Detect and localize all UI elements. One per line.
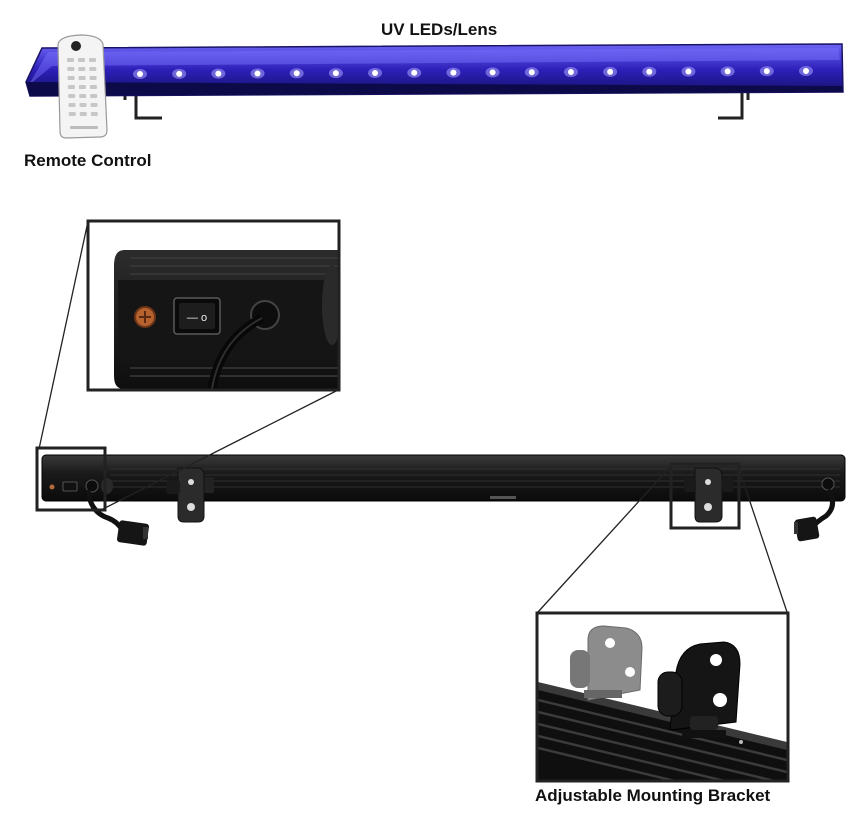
- uv-led: [763, 68, 770, 75]
- remote-button: [78, 76, 86, 80]
- remote-button: [89, 76, 97, 80]
- remote-button: [89, 85, 97, 89]
- remote-button-grid: [67, 58, 98, 116]
- remote-button: [67, 85, 75, 89]
- uv-led: [254, 70, 261, 77]
- remote-button: [90, 103, 98, 107]
- uv-led: [176, 70, 183, 77]
- remote-button: [67, 67, 75, 71]
- black-bar-body: [41, 454, 846, 502]
- remote-button: [78, 58, 85, 62]
- zoom-power-end: — o: [86, 219, 341, 392]
- uv-led: [724, 68, 731, 75]
- power-cord-left: [85, 489, 149, 546]
- uv-led: [489, 69, 496, 76]
- uv-led: [215, 70, 222, 77]
- remote-button: [68, 103, 76, 107]
- uv-led: [411, 69, 418, 76]
- uv-led: [646, 68, 653, 75]
- remote-button: [79, 103, 87, 107]
- remote-control-label: Remote Control: [24, 151, 152, 170]
- uv-led: [372, 69, 379, 76]
- callout-leader-lines: [38, 225, 788, 613]
- uv-led-bar: [25, 43, 844, 120]
- uv-leds-lens-label: UV LEDs/Lens: [381, 20, 498, 39]
- fuse-screw-icon: [49, 484, 55, 490]
- uv-led-row: [133, 66, 813, 79]
- power-cord-right: [794, 488, 835, 542]
- remote-button: [68, 94, 76, 98]
- remote-button: [78, 85, 86, 89]
- uv-led: [607, 68, 614, 75]
- remote-button: [78, 67, 86, 71]
- uv-led: [137, 71, 143, 77]
- power-switch-small: [62, 481, 78, 492]
- uv-led: [293, 70, 300, 77]
- remote-button: [67, 58, 74, 62]
- uv-led: [332, 70, 339, 77]
- remote-button: [67, 76, 75, 80]
- remote-button: [89, 67, 97, 71]
- zoom-mounting-bracket: [535, 611, 790, 783]
- remote-logo-icon: [71, 41, 81, 51]
- mounting-bracket-left: [166, 467, 214, 523]
- remote-button: [89, 58, 96, 62]
- mounting-bracket-right: [684, 467, 734, 523]
- remote-control: [57, 34, 108, 139]
- uv-led: [567, 69, 574, 76]
- uv-led: [450, 69, 457, 76]
- uv-led: [528, 69, 535, 76]
- callout-box-power-end: [35, 446, 107, 512]
- remote-button: [79, 112, 87, 116]
- remote-button: [68, 112, 76, 116]
- uv-led: [685, 68, 692, 75]
- remote-button: [79, 94, 87, 98]
- mounting-bracket-label: Adjustable Mounting Bracket: [535, 786, 771, 805]
- power-switch-marks: — o: [187, 312, 207, 324]
- remote-button: [90, 94, 98, 98]
- callout-box-bracket: [669, 462, 741, 530]
- remote-button: [90, 112, 98, 116]
- uv-led: [803, 68, 809, 74]
